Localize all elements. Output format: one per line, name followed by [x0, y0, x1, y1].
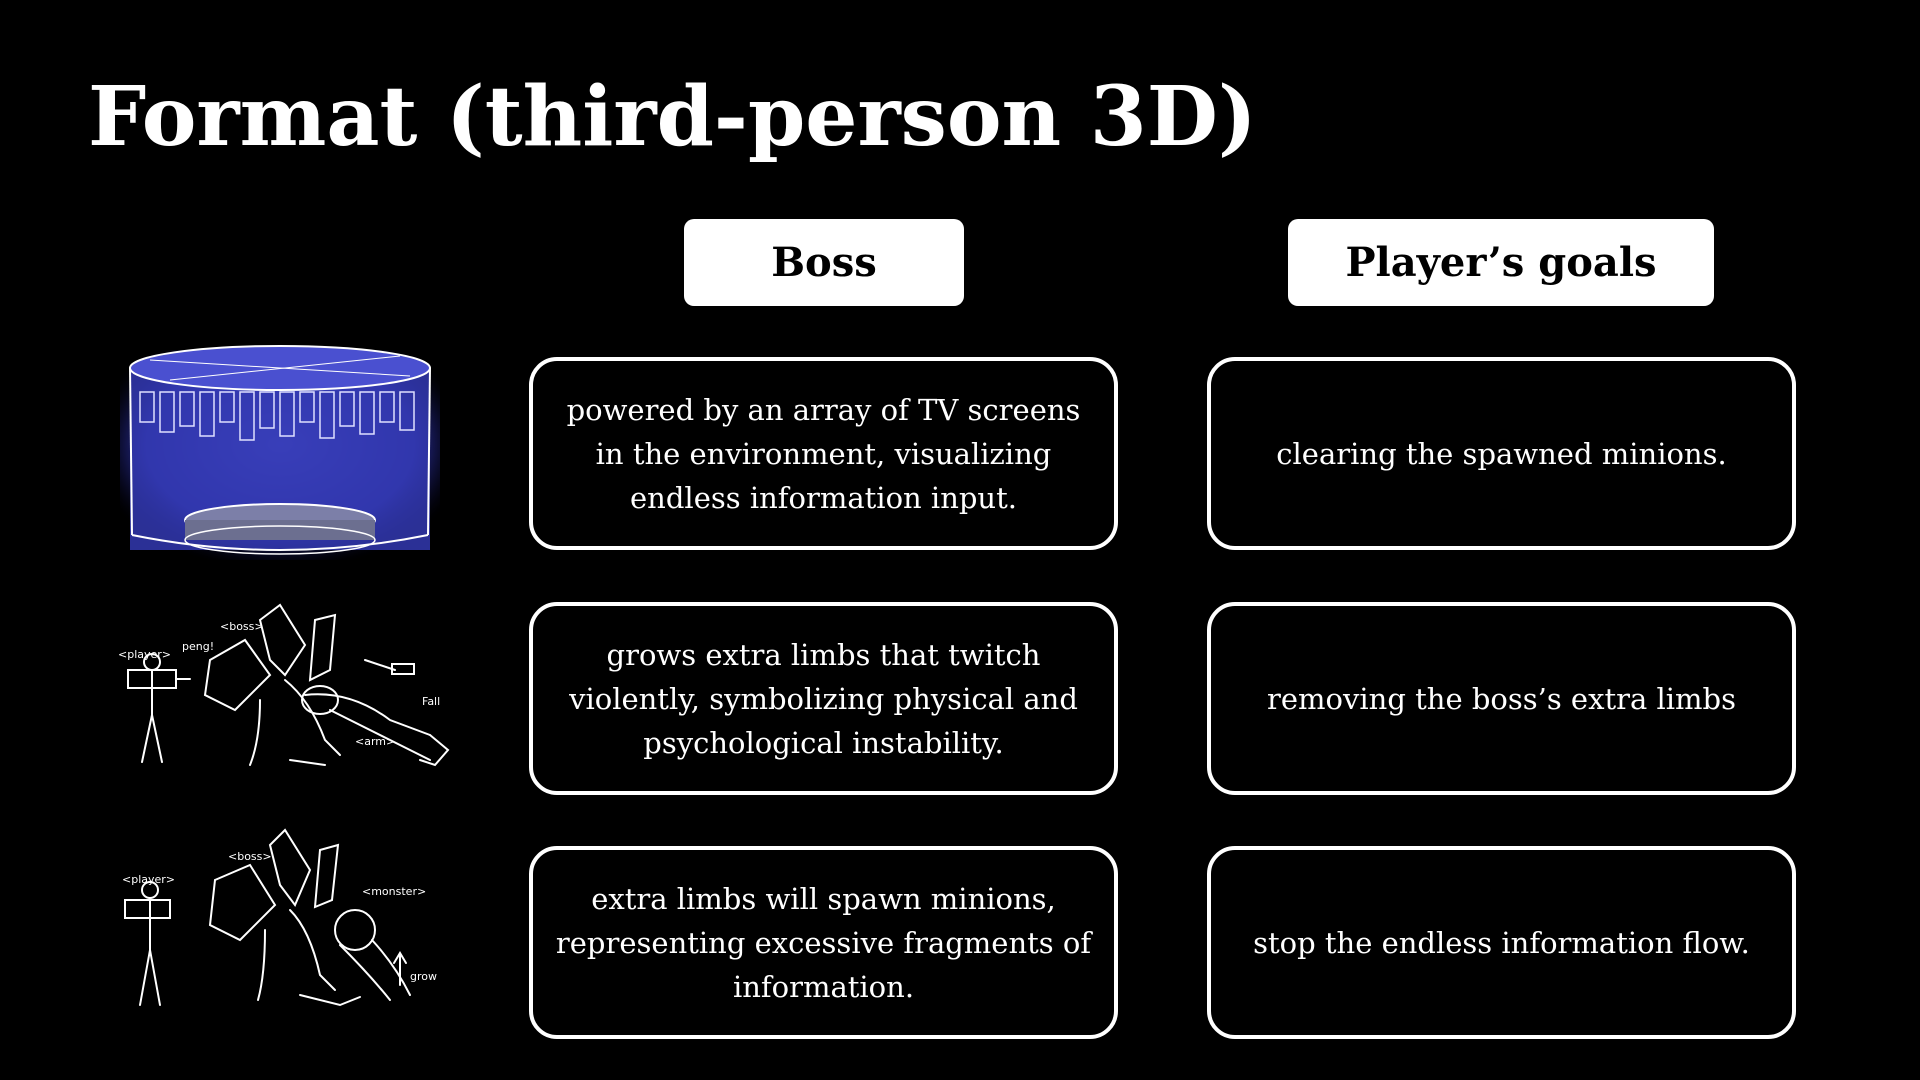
boss-description-card: grows extra limbs that twitch violently,…	[529, 602, 1118, 795]
sketch-label-player: <player>	[118, 648, 171, 661]
sketch-label-grow: grow	[410, 970, 437, 983]
sketch-label-arm: <arm>	[355, 735, 395, 748]
sketch-label-sound: peng!	[182, 640, 214, 653]
player-goal-card: removing the boss’s extra limbs	[1207, 602, 1796, 795]
boss-description-card: powered by an array of TV screens in the…	[529, 357, 1118, 550]
boss-description-card: extra limbs will spawn minions, represen…	[529, 846, 1118, 1039]
sketch-label-fall: Fall	[422, 695, 440, 708]
minion-spawn-concept-sketch: <player> <boss> <monster> grow	[110, 825, 480, 1025]
sketch-label-boss: <boss>	[220, 620, 264, 633]
slide-title: Format (third-person 3D)	[88, 69, 1257, 165]
sketch-label-monster: <monster>	[362, 885, 426, 898]
player-goal-card: stop the endless information flow.	[1207, 846, 1796, 1039]
sketch-label-player: <player>	[122, 873, 175, 886]
arena-concept-sketch	[110, 330, 480, 570]
sketch-label-boss: <boss>	[228, 850, 272, 863]
player-goals-column-header: Player’s goals	[1288, 219, 1714, 306]
player-goal-card: clearing the spawned minions.	[1207, 357, 1796, 550]
boss-limbs-concept-sketch: <player> peng! <boss> <arm> Fall	[110, 600, 480, 780]
boss-column-header: Boss	[684, 219, 964, 306]
